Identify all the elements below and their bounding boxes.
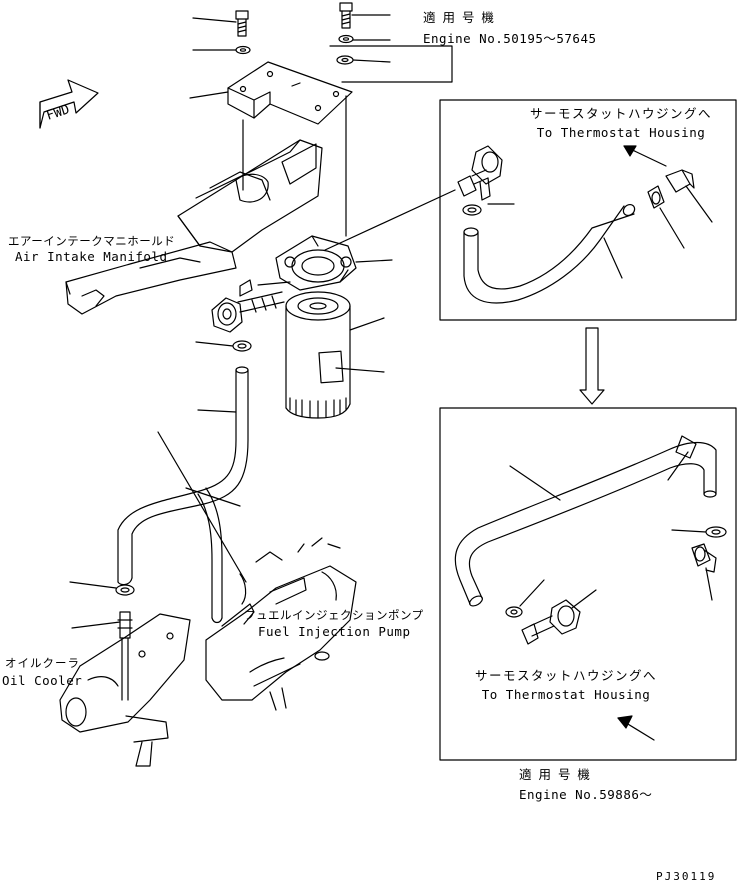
air-intake-manifold xyxy=(65,139,323,315)
inset-bottom-arrow xyxy=(617,715,655,741)
leader-line xyxy=(257,281,291,286)
leader-line xyxy=(157,431,247,583)
leader-line xyxy=(671,529,707,533)
leader-line xyxy=(185,487,241,507)
elbow-fitting-icon-5 xyxy=(521,599,581,645)
filter-cartridge-icon xyxy=(285,291,351,419)
elbow-fitting-icon-4 xyxy=(691,543,717,573)
fuel-injection-pump xyxy=(205,537,357,711)
hose-clamp-icon-3 xyxy=(462,204,482,216)
air-intake-label-jp: エアーインテークマニホールド xyxy=(8,234,176,248)
forward-arrow-icon xyxy=(39,79,99,129)
leader-line xyxy=(519,579,545,607)
hose-clamp-icon-5 xyxy=(705,526,727,538)
hose-clamp-icon-6 xyxy=(505,606,523,618)
leader-line xyxy=(189,91,229,99)
applicable-label-top: 適 用 号 機 xyxy=(423,10,496,25)
inset-bottom-frame xyxy=(439,407,737,761)
leader-line xyxy=(352,59,391,63)
hose-top-inset xyxy=(463,203,636,304)
fuel-pump-label-en: Fuel Injection Pump xyxy=(258,624,411,639)
hose-left xyxy=(117,366,249,586)
thermostat-label-top-jp: サーモスタットハウジングへ xyxy=(529,106,712,121)
thermostat-label-top-en: To Thermostat Housing xyxy=(536,125,706,140)
leader-line xyxy=(69,581,117,589)
hose-clamp-icon-4 xyxy=(647,185,665,209)
elbow-fitting-icon xyxy=(211,279,285,333)
drawing-number: PJ30119 xyxy=(656,870,717,883)
air-intake-label-en: Air Intake Manifold xyxy=(15,249,168,264)
leader-line xyxy=(349,317,385,331)
applicable-label-bottom: 適 用 号 機 xyxy=(519,767,592,782)
hose-bottom-inset xyxy=(454,435,717,607)
elbow-fitting-icon-3 xyxy=(665,169,695,193)
down-arrow-icon xyxy=(579,327,605,405)
leader-line xyxy=(603,237,623,279)
oil-cooler xyxy=(59,613,191,767)
engine-range-top: Engine No.50195～57645 xyxy=(423,31,597,46)
bracket-icon xyxy=(227,61,353,125)
leader-line xyxy=(71,621,121,629)
fuel-pump-label-jp: フュエルインジェクションポンプ xyxy=(244,608,424,622)
thermostat-label-bottom-jp: サーモスタットハウジングへ xyxy=(474,668,657,683)
hose-clamp-icon xyxy=(232,340,252,352)
leader-line xyxy=(705,567,713,601)
washer-icon xyxy=(235,45,251,55)
washer-icon-2 xyxy=(338,34,354,44)
filter-head-icon xyxy=(275,235,393,291)
elbow-fitting-icon-2 xyxy=(457,145,503,201)
oil-cooler-label-en: Oil Cooler xyxy=(2,673,83,688)
leader-line xyxy=(667,451,689,481)
applicability-box xyxy=(329,45,453,83)
leader-line xyxy=(509,465,561,501)
leader-line xyxy=(192,17,237,23)
leader-line xyxy=(195,341,234,347)
leader-line xyxy=(324,189,456,251)
bolt-icon-2 xyxy=(339,2,353,29)
hose-fuel-pump xyxy=(197,487,223,624)
leader-line xyxy=(335,367,385,373)
engine-range-bottom: Engine No.59886～ xyxy=(519,787,653,802)
hose-clamp-icon-2 xyxy=(115,584,135,596)
fwd-label: FWD xyxy=(45,102,72,124)
straight-fitting-icon xyxy=(117,611,133,701)
bolt-icon xyxy=(235,10,249,37)
thermostat-label-bottom-en: To Thermostat Housing xyxy=(481,687,651,702)
leader-line xyxy=(659,207,685,249)
oil-cooler-label-jp: オイルクーラ xyxy=(5,656,80,670)
inset-top-arrow xyxy=(623,145,667,167)
leader-line xyxy=(197,409,237,413)
leader-line xyxy=(685,185,713,223)
washer-icon-3 xyxy=(336,55,354,65)
inset-top-frame xyxy=(439,99,737,321)
leader-line xyxy=(571,589,597,609)
